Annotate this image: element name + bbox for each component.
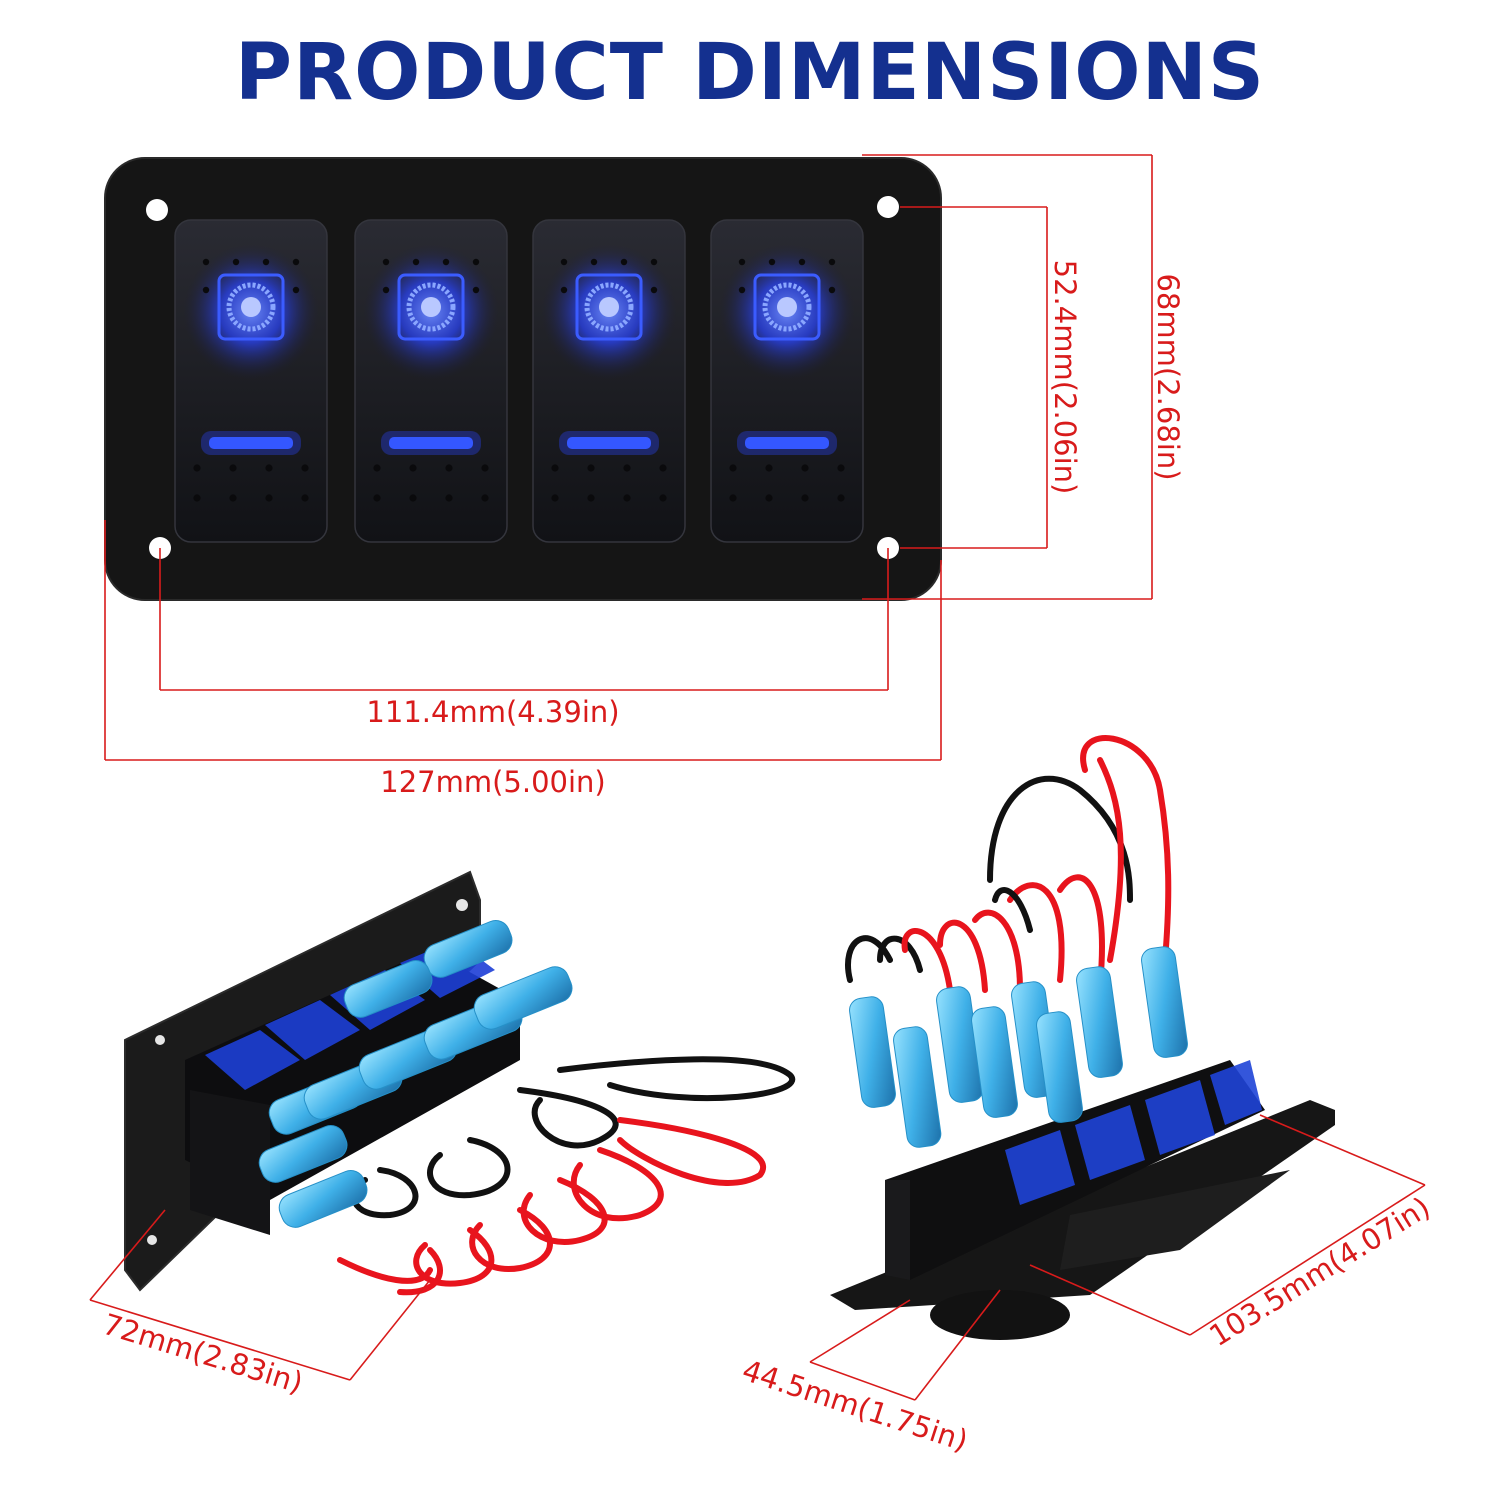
indicator-bar-icon	[745, 437, 829, 449]
symbol-frame-icon	[217, 273, 285, 341]
indicator-bar-icon	[389, 437, 473, 449]
light-symbol-icon	[584, 282, 634, 332]
dimension-label-body-width: 103.5mm(4.07in)	[1203, 1190, 1436, 1353]
dimension-label-hole-spacing-horizontal: 111.4mm(4.39in)	[366, 695, 619, 729]
mounting-hole-top-right	[877, 196, 899, 218]
dimension-label-body-depth: 44.5mm(1.75in)	[738, 1353, 972, 1458]
rocker-switch-1[interactable]	[174, 219, 328, 543]
symbol-frame-icon	[575, 273, 643, 341]
dimension-lines-right-view	[809, 1114, 1426, 1401]
dimension-lines-top	[104, 154, 1153, 761]
light-symbol-icon	[226, 282, 276, 332]
light-symbol-icon	[406, 282, 456, 332]
mounting-hole-top-left	[146, 199, 168, 221]
rocker-switch-3[interactable]	[532, 219, 686, 543]
symbol-frame-icon	[397, 273, 465, 341]
indicator-bar-icon	[209, 437, 293, 449]
side-view-right	[830, 735, 1335, 1340]
dimension-label-panel-width: 127mm(5.00in)	[380, 765, 606, 799]
dimension-label-depth-left: 72mm(2.83in)	[99, 1307, 307, 1400]
dimension-lines-left-view	[89, 1209, 431, 1381]
symbol-frame-icon	[753, 273, 821, 341]
side-view-left	[124, 870, 796, 1296]
rocker-switch-4[interactable]	[710, 219, 864, 543]
rocker-switch-2[interactable]	[354, 219, 508, 543]
dimension-label-panel-height: 68mm(2.68in)	[1151, 273, 1185, 480]
dimension-label-hole-spacing-vertical: 52.4mm(2.06in)	[1048, 260, 1082, 495]
indicator-bar-icon	[567, 437, 651, 449]
light-symbol-icon	[762, 282, 812, 332]
page-title: PRODUCT DIMENSIONS	[234, 28, 1266, 118]
